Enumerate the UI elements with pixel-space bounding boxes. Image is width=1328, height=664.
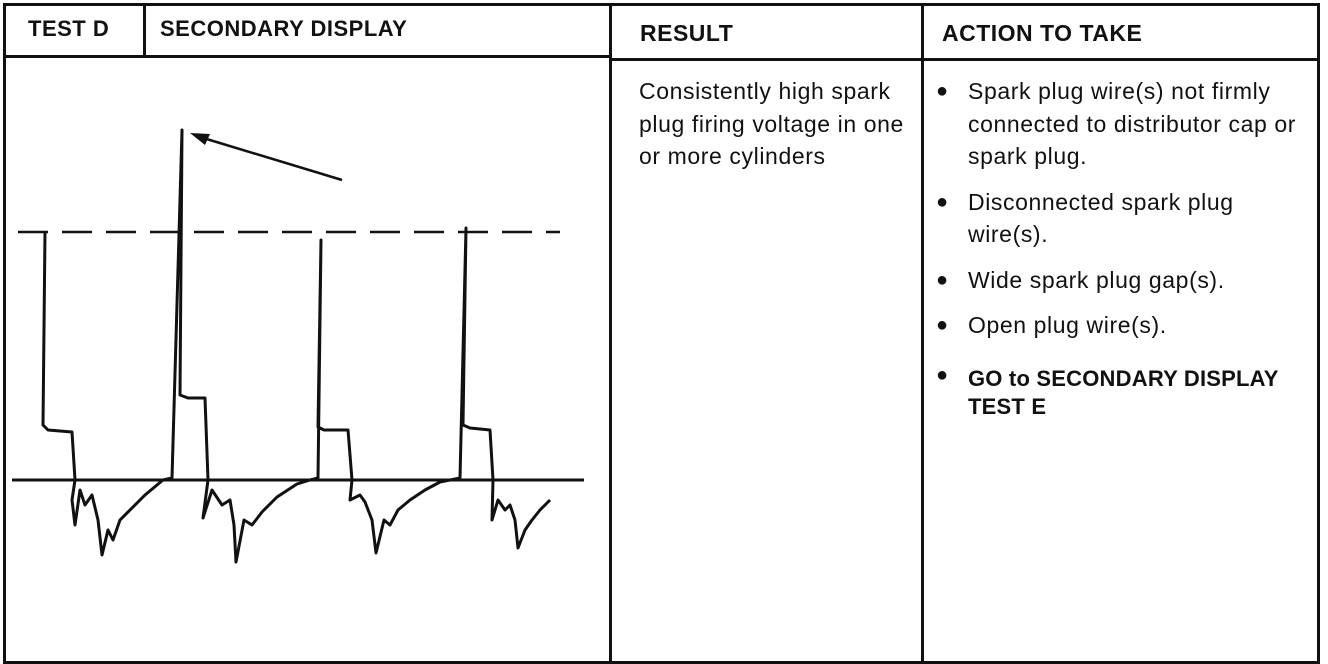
- action-header: ACTION TO TAKE: [942, 20, 1143, 46]
- bullet-icon: ●: [936, 190, 949, 213]
- action-list: ● Spark plug wire(s) not firmly connecte…: [936, 75, 1316, 421]
- indicator-arrow-shaft: [199, 135, 343, 182]
- test-label: TEST D: [28, 16, 110, 41]
- secondary-waveform-illustration: [12, 128, 584, 564]
- action-text: Spark plug wire(s) not firmly connected …: [968, 78, 1296, 169]
- action-text: Disconnected spark plug wire(s).: [968, 188, 1234, 248]
- action-item: ● Wide spark plug gap(s).: [936, 264, 1316, 297]
- action-text: GO to SECONDARY DISPLAY TEST E: [968, 365, 1279, 419]
- test-cell-divider: [143, 3, 146, 57]
- bullet-icon: ●: [936, 363, 949, 386]
- waveform-trace: [41, 128, 552, 564]
- result-header: RESULT: [640, 20, 734, 46]
- action-text: Open plug wire(s).: [968, 312, 1167, 338]
- action-item: ● Open plug wire(s).: [936, 309, 1316, 342]
- table-frame: [3, 3, 1320, 664]
- column-divider-action: [921, 3, 924, 661]
- bullet-icon: ●: [936, 80, 949, 102]
- action-item: ● Disconnected spark plug wire(s).: [936, 186, 1316, 251]
- indicator-arrow-head: [190, 133, 210, 145]
- header-rule-left: [3, 55, 610, 58]
- bullet-icon: ●: [936, 314, 949, 336]
- result-description: Consistently high spark plug firing volt…: [639, 78, 904, 169]
- bullet-icon: ●: [936, 268, 949, 291]
- display-title: SECONDARY DISPLAY: [160, 16, 408, 41]
- header-rule-right: [611, 58, 1317, 61]
- action-text: Wide spark plug gap(s).: [968, 266, 1225, 293]
- action-item-goto: ● GO to SECONDARY DISPLAY TEST E: [936, 364, 1316, 421]
- action-item: ● Spark plug wire(s) not firmly connecte…: [936, 75, 1316, 173]
- column-divider-result: [609, 3, 612, 661]
